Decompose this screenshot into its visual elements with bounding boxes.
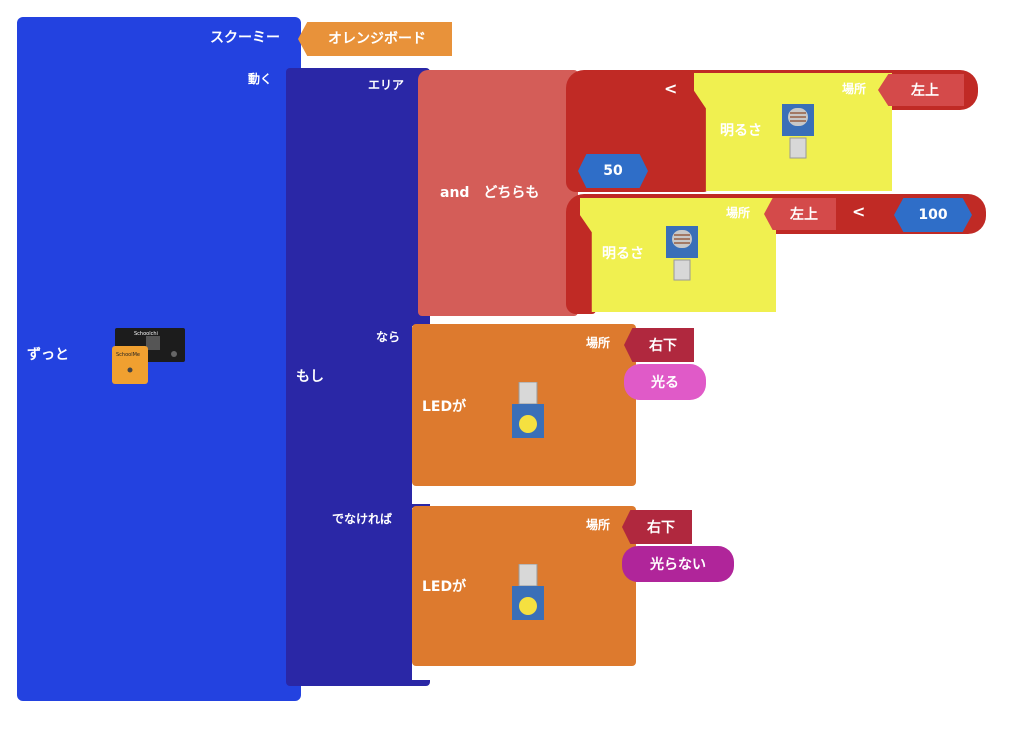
led-location-value-then: 右下 (649, 338, 677, 354)
led-label-else: LEDが (422, 579, 467, 595)
number-value-100: 100 (918, 207, 948, 223)
board-top-text: Schoolchi (134, 331, 158, 337)
led-location-label-else: 場所 (586, 518, 611, 532)
compare-2-operator[interactable]: < (852, 202, 866, 221)
led-location-value-else: 右下 (647, 520, 675, 536)
if-else-block[interactable] (286, 68, 430, 686)
and-label: and どちらも (440, 185, 540, 201)
location-dropdown-1[interactable]: 左上 (878, 74, 964, 106)
led-label-then: LEDが (422, 399, 467, 415)
led-state-else: 光らない (650, 557, 706, 573)
board-front-text: SchoolMe (116, 352, 140, 358)
number-input-100[interactable]: 100 (894, 198, 972, 232)
else-label: でなければ (332, 512, 393, 526)
then-label: なら (376, 330, 401, 344)
move-label: 動く (248, 72, 273, 86)
compare-1-operator[interactable]: < (664, 79, 678, 98)
led-output-icon (510, 563, 546, 620)
board-hat-label: スクーミー (210, 30, 280, 46)
location-value-1: 左上 (911, 83, 939, 99)
led-location-dropdown-else[interactable]: 右下 (622, 510, 692, 544)
if-label: もし (296, 369, 324, 385)
led-state-dropdown-then[interactable]: 光る (624, 364, 706, 400)
led-location-dropdown-then[interactable]: 右下 (624, 328, 694, 362)
brightness-label-1: 明るさ (720, 123, 762, 139)
led-state-then: 光る (651, 375, 679, 391)
led-output-icon (510, 381, 546, 438)
and-block[interactable] (418, 70, 578, 316)
number-value-50: 50 (603, 163, 623, 179)
board-select-dropdown[interactable] (298, 22, 452, 56)
board-icon: Schoolchi SchoolMe (112, 326, 188, 388)
led-state-dropdown-else[interactable]: 光らない (622, 546, 734, 582)
location-label-1: 場所 (842, 82, 867, 96)
location-value-2: 左上 (790, 207, 818, 223)
location-dropdown-2[interactable]: 左上 (764, 198, 836, 230)
brightness-label-2: 明るさ (602, 246, 644, 262)
location-label-2: 場所 (726, 206, 751, 220)
area-label: エリア (368, 78, 405, 92)
led-location-label-then: 場所 (586, 336, 611, 350)
light-sensor-icon (780, 104, 816, 160)
number-input-50[interactable]: 50 (578, 154, 648, 188)
forever-label: ずっと (27, 347, 69, 363)
light-sensor-icon (664, 226, 700, 282)
board-select-value: オレンジボード (328, 31, 426, 47)
